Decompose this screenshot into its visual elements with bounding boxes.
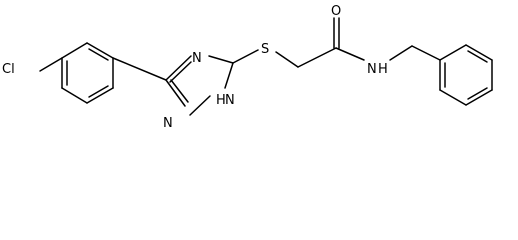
double-bond-inner bbox=[467, 87, 488, 100]
bond bbox=[165, 79, 186, 107]
double-bond-inner bbox=[88, 85, 109, 98]
chlorophenyl-ring bbox=[61, 42, 114, 104]
chlorine-label: Cl bbox=[2, 62, 15, 77]
bond bbox=[165, 55, 192, 81]
molecule-diagram: Cl N N H N S O N H bbox=[2, 4, 493, 131]
bond bbox=[465, 89, 493, 106]
bond-aryl-triazole bbox=[112, 57, 167, 81]
triazole-n-top-label: N bbox=[192, 51, 202, 66]
double-bond-inner bbox=[467, 50, 488, 63]
bond-ch2-phenyl bbox=[411, 45, 441, 61]
bond-ch2-carbonyl bbox=[297, 47, 337, 68]
amide-h-label: H bbox=[378, 62, 388, 77]
bond bbox=[86, 42, 114, 59]
double-bond-inner bbox=[170, 79, 189, 103]
bond bbox=[61, 87, 88, 104]
bond bbox=[61, 42, 88, 59]
triazole-nh-h-label: H bbox=[216, 93, 226, 108]
double-bond-inner bbox=[88, 48, 109, 61]
bond-n-ch2 bbox=[389, 45, 413, 61]
amide-n-label: N bbox=[367, 62, 377, 77]
phenyl-ring bbox=[439, 44, 493, 106]
structure-drawing: Cl N N H N S O N H bbox=[2, 4, 493, 131]
sulfur-label: S bbox=[261, 42, 269, 57]
bond bbox=[86, 87, 114, 104]
bond-c-s bbox=[232, 49, 259, 64]
bond-s-ch2 bbox=[275, 51, 299, 68]
oxygen-label: O bbox=[331, 4, 341, 19]
bond bbox=[208, 55, 234, 64]
bond-c-cl bbox=[39, 57, 63, 72]
triazole-nh-n-label: N bbox=[225, 93, 235, 108]
bond bbox=[439, 44, 467, 61]
bond bbox=[439, 89, 467, 106]
bond-carbonyl-n bbox=[335, 47, 365, 61]
triazole-n-bottom-label: N bbox=[163, 116, 173, 131]
bond bbox=[465, 44, 493, 61]
triazole-ring bbox=[165, 55, 234, 116]
double-bond-inner bbox=[169, 61, 192, 83]
bond bbox=[224, 62, 234, 89]
bond bbox=[189, 95, 211, 116]
